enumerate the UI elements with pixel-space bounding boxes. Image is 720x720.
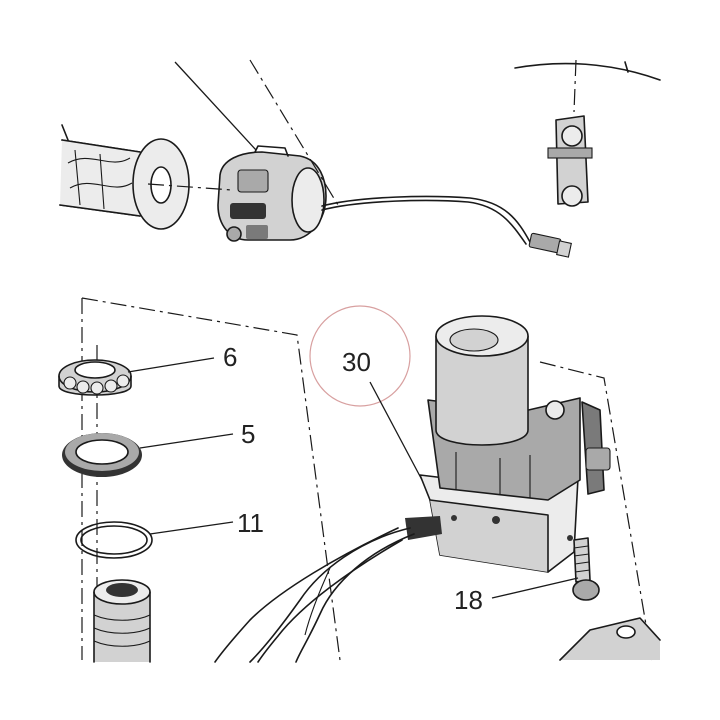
ignition-switch-30 bbox=[419, 315, 611, 573]
leader-6 bbox=[127, 357, 215, 373]
callout-6: 6 bbox=[223, 342, 237, 372]
frame-bracket bbox=[559, 617, 661, 661]
handlebar-grip bbox=[59, 124, 141, 217]
leader-5 bbox=[139, 433, 234, 449]
callout-11: 11 bbox=[237, 508, 264, 538]
mounting-bracket bbox=[514, 61, 661, 207]
steering-stem bbox=[93, 579, 151, 663]
o-ring-11 bbox=[75, 521, 153, 559]
switch-cable bbox=[321, 195, 572, 258]
bearing-nut-6 bbox=[58, 359, 132, 396]
callout-30: 30 bbox=[342, 347, 371, 377]
part-30-highlight-circle bbox=[309, 305, 411, 407]
leader-11 bbox=[149, 521, 234, 535]
wiring-harness bbox=[214, 516, 442, 663]
callout-5: 5 bbox=[241, 419, 255, 449]
leader-18 bbox=[491, 577, 579, 599]
grip-washer bbox=[132, 138, 190, 230]
top-center-lines bbox=[147, 59, 577, 206]
leader-30 bbox=[369, 381, 423, 481]
seal-ring-5 bbox=[62, 433, 142, 477]
bolt-18 bbox=[572, 537, 600, 601]
callout-18: 18 bbox=[454, 585, 483, 615]
handlebar-switch bbox=[217, 145, 327, 242]
